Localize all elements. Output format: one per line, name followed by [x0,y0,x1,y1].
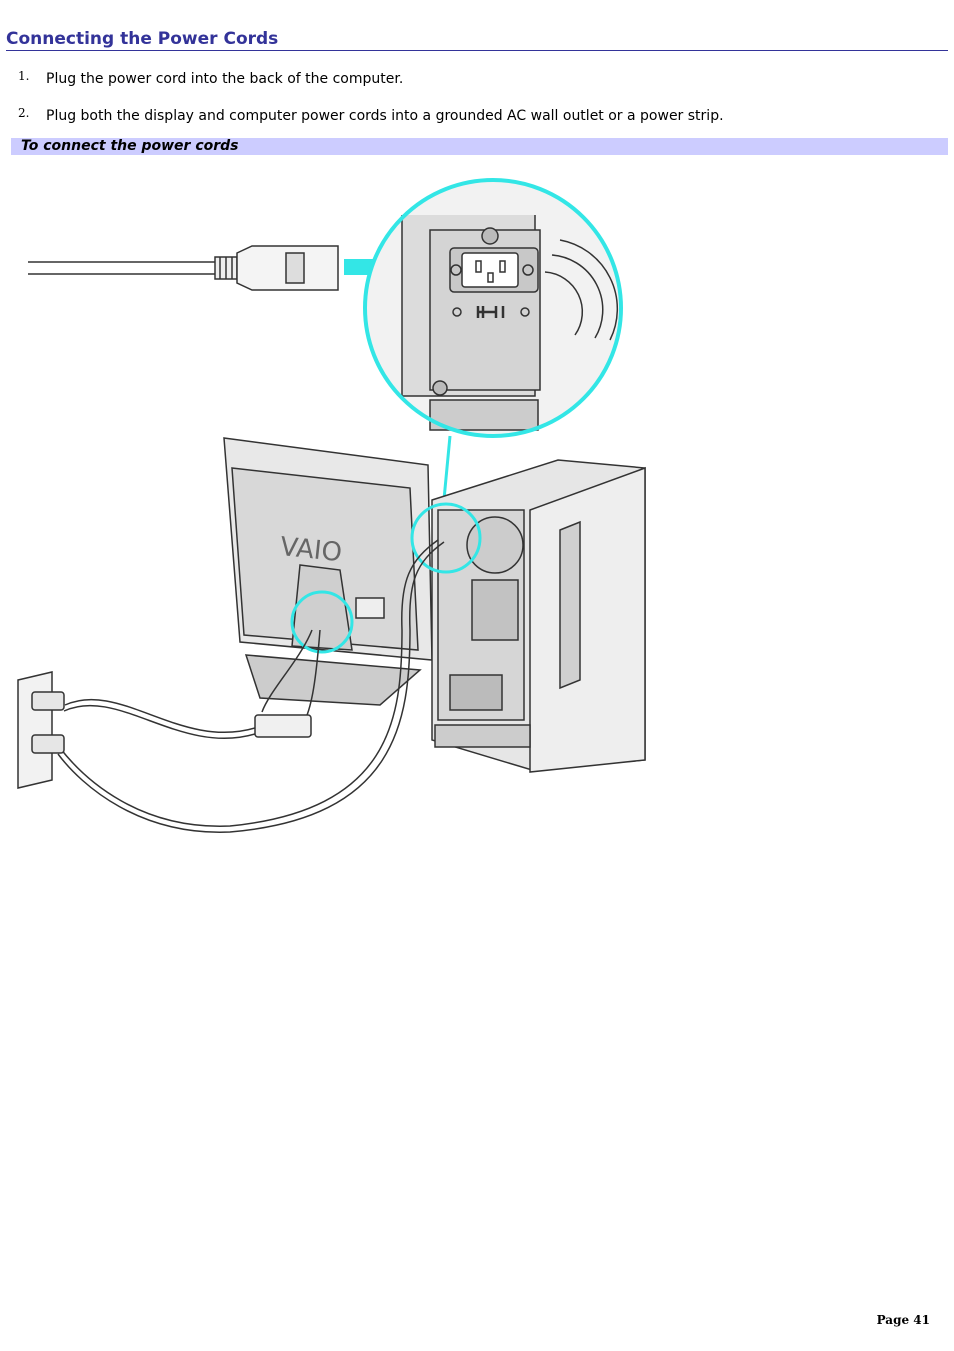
power-cord-illustration: VAIO [17,178,646,833]
monitor-illustration: VAIO [223,437,433,706]
wall-outlet-illustration [17,671,65,789]
power-plug-icon [28,245,339,291]
vaio-logo: VAIO [279,532,344,568]
figure-caption: To connect the power cords [21,138,239,154]
zoom-circle-icon [363,178,623,438]
step-number: 1. [18,69,30,83]
computer-tower-illustration [410,459,646,773]
figure-caption-bar: To connect the power cords [11,138,948,155]
step-text: Plug both the display and computer power… [46,108,724,124]
step-text: Plug the power cord into the back of the… [46,71,404,87]
page-number: Page 41 [876,1313,930,1327]
step-number: 2. [18,106,30,120]
page-title: Connecting the Power Cords [6,29,948,51]
